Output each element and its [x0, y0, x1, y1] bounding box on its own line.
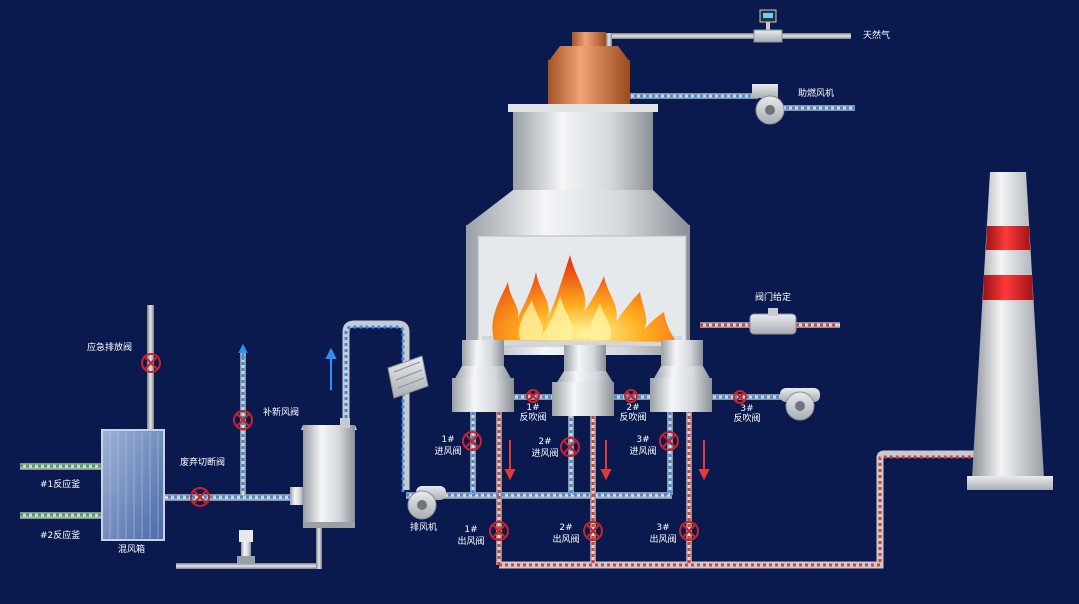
- valve-icon-outlet-2[interactable]: [583, 521, 603, 541]
- valve-icon-inlet-1[interactable]: [462, 431, 482, 451]
- flame-icon: [492, 255, 676, 342]
- valve-icon-inlet-3[interactable]: [659, 431, 679, 451]
- outlet-valve-1-num: 1#: [464, 525, 477, 535]
- reactor-2-label: #2反应釜: [40, 529, 80, 541]
- pressure-meter-icon: [237, 530, 255, 564]
- exhaust-fan-label: 排风机: [410, 521, 437, 533]
- emergency-vent-valve-label: 应急排放阀: [87, 341, 132, 353]
- reactor-1-label: #1反应釜: [40, 478, 80, 490]
- valve-icon-purge-1[interactable]: [526, 389, 540, 403]
- purge-valve-3-label: 反吹阀: [733, 412, 760, 424]
- combustion-fan-label: 助燃风机: [798, 87, 834, 99]
- purge-valve-1-num: 1#: [526, 403, 539, 413]
- setpoint-valve-icon: [749, 308, 797, 335]
- fan-icon-purge: [780, 388, 820, 421]
- waste-cutoff-valve-label: 废弃切断阀: [180, 456, 225, 468]
- purge-valve-2-label: 反吹阀: [619, 411, 646, 423]
- outlet-valve-3-label: 出风阀: [649, 533, 676, 545]
- mixing-box-label: 混风箱: [118, 543, 145, 555]
- filter-box: [387, 355, 429, 399]
- arrow-up-icon-fresh-air: [238, 343, 248, 360]
- purge-valve-2-num: 2#: [626, 403, 639, 413]
- arrow-down-icon: [504, 440, 710, 481]
- inlet-valve-2-num: 2#: [538, 437, 551, 447]
- purge-valve-3-num: 3#: [740, 404, 753, 414]
- flow-indicators: [20, 94, 975, 567]
- valve-icon-fresh-air[interactable]: [233, 410, 253, 430]
- purge-valve-1-label: 反吹阀: [519, 411, 546, 423]
- valve-icon-outlet-1[interactable]: [489, 521, 509, 541]
- outlet-valve-2-num: 2#: [559, 523, 572, 533]
- valve-icon-purge-2[interactable]: [624, 389, 638, 403]
- inlet-valve-3-label: 进风阀: [629, 446, 656, 457]
- gas-flowmeter-icon: [753, 9, 783, 43]
- mixing-box: [101, 429, 165, 541]
- fresh-air-valve-label: 补新风阀: [263, 406, 299, 418]
- inlet-valve-1-label: 进风阀: [434, 446, 461, 457]
- fan-icon-combustion: [752, 84, 785, 125]
- arrow-up-icon: [325, 347, 337, 390]
- valve-icon-inlet-2[interactable]: [560, 437, 580, 457]
- valve-icon-emergency[interactable]: [141, 353, 161, 373]
- chimney: [967, 172, 1053, 490]
- inlet-valve-3-num: 3#: [636, 435, 649, 445]
- valve-group[interactable]: [141, 353, 747, 541]
- natural-gas-label: 天然气: [863, 29, 890, 41]
- fan-icon-exhaust: [407, 486, 446, 520]
- valve-icon-outlet-3[interactable]: [679, 521, 699, 541]
- outlet-valve-2-label: 出风阀: [552, 533, 579, 545]
- valve-setpoint-label: 阀门给定: [755, 291, 791, 303]
- inlet-valve-2-label: 进风阀: [531, 448, 558, 459]
- outlet-valve-1-label: 出风阀: [457, 535, 484, 547]
- rto-furnace: [452, 32, 712, 416]
- regenerator-chamber-1: [452, 340, 514, 412]
- absorber-tank: [290, 418, 357, 528]
- inlet-valve-1-num: 1#: [441, 435, 454, 445]
- labels: 天然气 助燃风机 阀门给定 应急排放阀 补新风阀 废弃切断阀 #1反应釜 #2反…: [40, 29, 890, 555]
- valve-icon-waste-cutoff[interactable]: [190, 487, 210, 507]
- valve-icon-purge-3[interactable]: [733, 390, 747, 404]
- regenerator-chamber-3: [650, 340, 712, 412]
- outlet-valve-3-num: 3#: [656, 523, 669, 533]
- regenerator-chamber-2: [552, 345, 614, 416]
